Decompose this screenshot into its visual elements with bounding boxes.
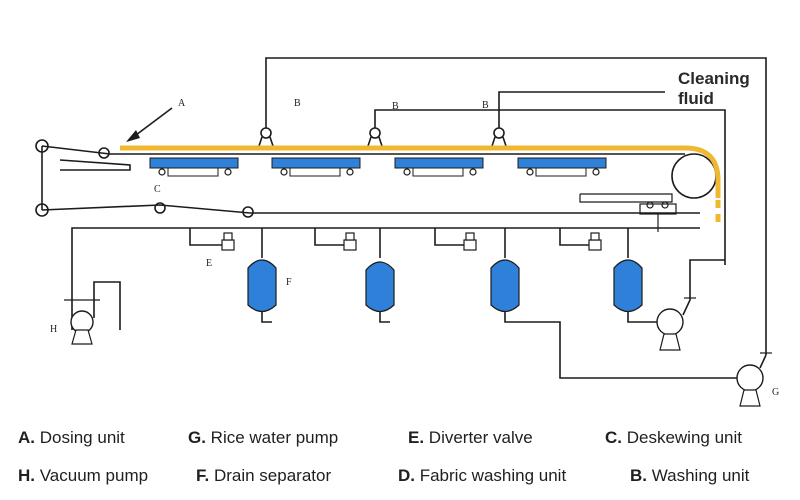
legend: A. Dosing unit G. Rice water pump E. Div… [0,420,800,500]
drain-branch-2 [314,228,395,323]
label-b1: B [294,98,301,109]
label-f: F [286,277,292,288]
legend-item-h: H. Vacuum pump [18,466,149,485]
label-g: G [772,387,779,398]
cleaning-fluid-line [120,145,721,225]
label-c: C [154,184,161,195]
label-a: A [178,98,186,109]
fabric-path [35,139,717,218]
legend-item-d: D. Fabric washing unit [398,466,567,485]
deskewing-unit-small [639,201,677,232]
drain-header [71,227,700,330]
legend-item-e: E. Diverter valve [408,428,533,447]
washing-unit-b2 [367,127,383,147]
label-b2: B [392,101,399,112]
cleaning-supply-lines [265,57,767,355]
drain-branch-1 [189,228,277,323]
legend-item-g: G. Rice water pump [188,428,339,447]
fabric-washing-unit-2 [271,157,361,177]
fabric-washing-unit-1 [149,157,239,177]
fabric-washing-unit-4 [517,157,607,177]
cleaning-fluid-label-line1: Cleaning [678,69,750,88]
vacuum-pump-h [64,281,121,345]
label-e: E [206,258,212,269]
legend-item-a: A. Dosing unit [18,428,125,447]
drain-branch-4 [559,228,658,323]
fabric-washing-unit-3 [394,157,484,177]
washing-unit-b3 [491,127,507,147]
drain-branch-3 [434,228,738,379]
rice-water-pump-1 [656,259,725,351]
dosing-unit-arrow [126,107,173,142]
label-b3: B [482,100,489,111]
label-h: H [50,324,57,335]
fabric-washing-diagram: Cleaning fluid A B B B C E F G H [35,57,779,407]
legend-item-b: B. Washing unit [630,466,750,485]
legend-item-c: C. Deskewing unit [605,428,743,447]
legend-item-f: F. Drain separator [196,466,332,485]
washing-unit-b1 [258,127,274,147]
rice-water-pump-g [736,352,772,407]
cleaning-fluid-label-line2: fluid [678,89,714,108]
